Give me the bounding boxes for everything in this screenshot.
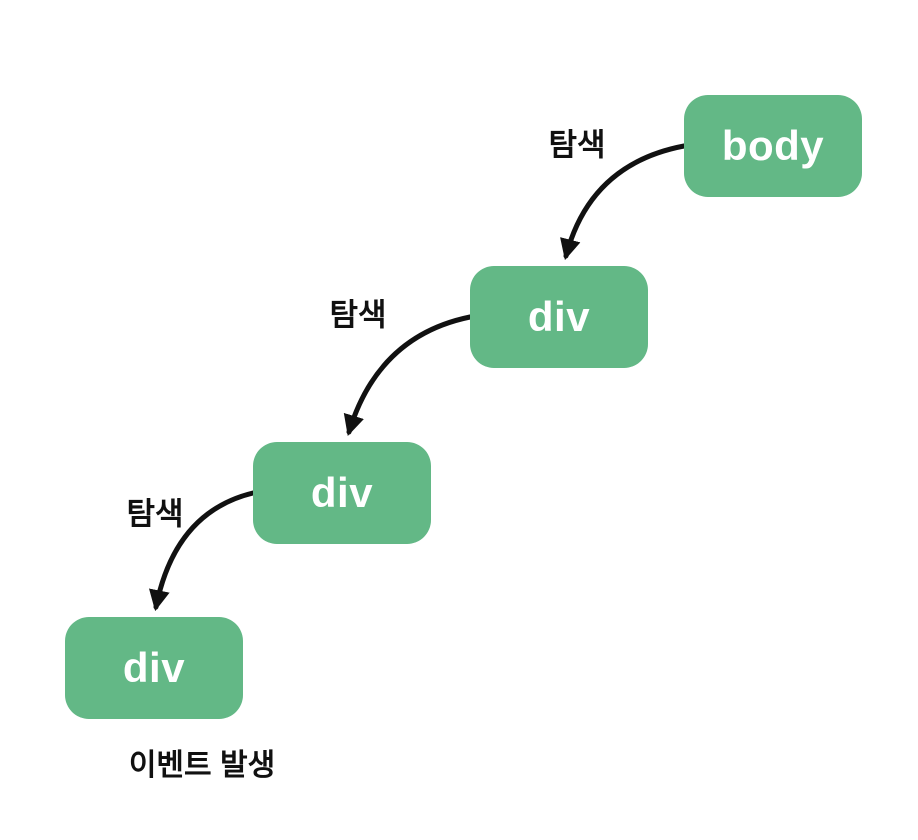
- caption-event-occurs: 이벤트 발생: [128, 749, 276, 782]
- node-div-2: div: [253, 442, 431, 544]
- edge-label-2: 탐색: [329, 297, 387, 333]
- node-div-1: div: [470, 266, 648, 368]
- node-div-2-label: div: [310, 469, 374, 516]
- node-body: body: [684, 95, 862, 197]
- node-div-1-label: div: [527, 293, 591, 340]
- edge-label-1: 탐색: [548, 127, 606, 163]
- node-div-3: div: [65, 617, 243, 719]
- node-body-label: body: [721, 122, 825, 169]
- arrow-body-to-div1: [560, 143, 687, 261]
- arrow-div2-to-div3: [149, 490, 256, 612]
- arrow-div1-to-div2: [343, 314, 473, 437]
- edge-label-3: 탐색: [126, 496, 184, 532]
- node-div-3-label: div: [122, 644, 186, 691]
